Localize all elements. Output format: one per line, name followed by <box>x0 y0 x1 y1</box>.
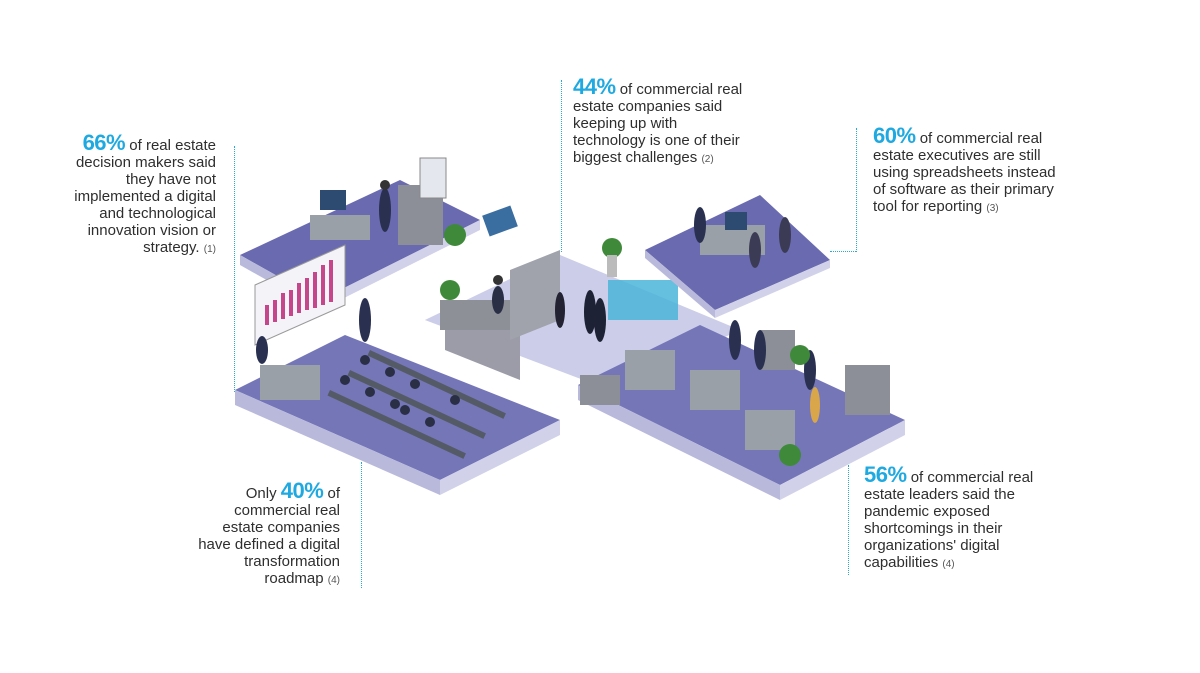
reference-marker: (4) <box>942 559 955 570</box>
reference-marker: (3) <box>986 203 999 214</box>
stat-callout-40: Only 40% of commercial real estate compa… <box>198 478 340 588</box>
reference-marker: (2) <box>701 154 714 165</box>
stat-percent: 44% <box>573 74 616 99</box>
stat-percent: 66% <box>82 130 126 155</box>
stat-percent: 40% <box>280 478 324 503</box>
guide-line-60-horizontal <box>830 251 856 252</box>
stat-percent: 56% <box>864 462 907 487</box>
guide-line-56 <box>848 465 849 575</box>
reference-marker: (1) <box>203 244 216 255</box>
open-workspace-floor <box>578 320 905 500</box>
stat-callout-66: 66% of real estate decision makers said … <box>74 130 216 257</box>
guide-line-44 <box>561 80 562 252</box>
executive-office-floor <box>645 195 830 318</box>
guide-line-66 <box>234 146 235 392</box>
stat-callout-60: 60% of commercial real estate executives… <box>873 123 1056 216</box>
guide-line-40 <box>361 462 362 588</box>
stat-callout-44: 44% of commercial real estate companies … <box>573 74 743 167</box>
training-room-floor <box>235 244 560 495</box>
stat-callout-56: 56% of commercial real estate leaders sa… <box>864 462 1034 572</box>
stat-percent: 60% <box>873 123 916 148</box>
guide-line-60 <box>856 128 857 252</box>
reference-marker: (4) <box>327 575 340 586</box>
